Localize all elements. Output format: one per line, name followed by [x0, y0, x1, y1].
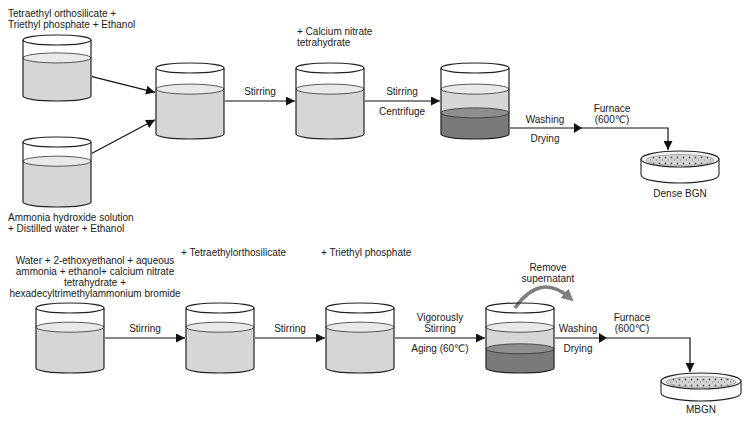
beaker-drawing [295, 62, 365, 140]
reagent-label: + Tetraethylorthosilicate [181, 247, 331, 258]
beaker [485, 302, 555, 374]
step-label: Drying [520, 133, 570, 144]
beaker-drawing [485, 302, 555, 374]
beaker-drawing [35, 302, 105, 374]
beaker-drawing [155, 62, 225, 140]
beaker-drawing [22, 136, 92, 208]
step-label: Furnace (600℃) [610, 312, 654, 334]
dish-drawing [660, 372, 742, 402]
process-arrow [255, 337, 325, 338]
product-label: MBGN [651, 404, 750, 415]
beaker-drawing [185, 302, 255, 374]
step-label: Stirring [230, 86, 290, 97]
process-arrow [92, 120, 155, 154]
beaker: + Calcium nitrate tetrahydrate [295, 62, 365, 140]
step-label: Stirring [372, 86, 432, 97]
step-label: Drying [553, 343, 603, 354]
beaker-drawing [440, 62, 510, 140]
process-arrow [365, 100, 440, 101]
step-label: Washing [553, 323, 603, 334]
beaker [440, 62, 510, 140]
beaker: Tetraethyl orthosilicate + Triethyl phos… [22, 34, 92, 102]
annotation: Remove supernatant [516, 262, 580, 284]
reagent-label: + Triethyl phosphate [321, 247, 451, 258]
process-arrow [510, 128, 668, 150]
beaker: + Triethyl phosphate [325, 302, 395, 374]
step-label: Washing [520, 114, 570, 125]
step-label: Furnace (600℃) [590, 103, 634, 125]
process-arrow [92, 77, 155, 93]
process-arrow [395, 337, 485, 338]
step-label: Stirring [260, 323, 320, 334]
step-label: Stirring [115, 323, 175, 334]
beaker-drawing [325, 302, 395, 374]
beaker: Ammonia hydroxide solution + Distilled w… [22, 136, 92, 208]
step-label: Aging (60℃) [405, 343, 475, 354]
beaker-drawing [22, 34, 92, 102]
reagent-label: Ammonia hydroxide solution + Distilled w… [8, 212, 138, 234]
petri-dish: Dense BGN [640, 150, 720, 184]
reagent-label: Tetraethyl orthosilicate + Triethyl phos… [8, 8, 148, 30]
reagent-label: + Calcium nitrate tetrahydrate [297, 26, 392, 48]
reagent-label: Water + 2-ethoxyethanol + aqueous ammoni… [2, 255, 188, 299]
petri-dish: MBGN [660, 372, 742, 402]
step-label: Vigorously Stirring [411, 312, 469, 334]
product-label: Dense BGN [630, 188, 730, 199]
dish-drawing [640, 150, 720, 184]
process-arrow [105, 337, 185, 338]
beaker: Water + 2-ethoxyethanol + aqueous ammoni… [35, 302, 105, 374]
beaker: + Tetraethylorthosilicate [185, 302, 255, 374]
decant-arrow [515, 287, 570, 308]
beaker [155, 62, 225, 140]
step-label: Centrifuge [367, 106, 437, 117]
process-arrow [225, 100, 295, 101]
